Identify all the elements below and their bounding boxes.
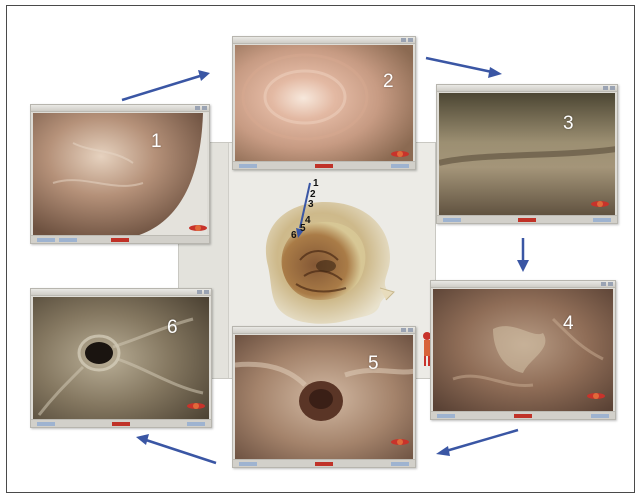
arrow-2-to-3: [426, 58, 502, 78]
arrow-1-to-2: [122, 70, 210, 100]
arrow-3-to-4: [517, 238, 529, 272]
arrow-5-to-6: [136, 434, 216, 463]
arrow-4-to-5: [436, 430, 518, 456]
